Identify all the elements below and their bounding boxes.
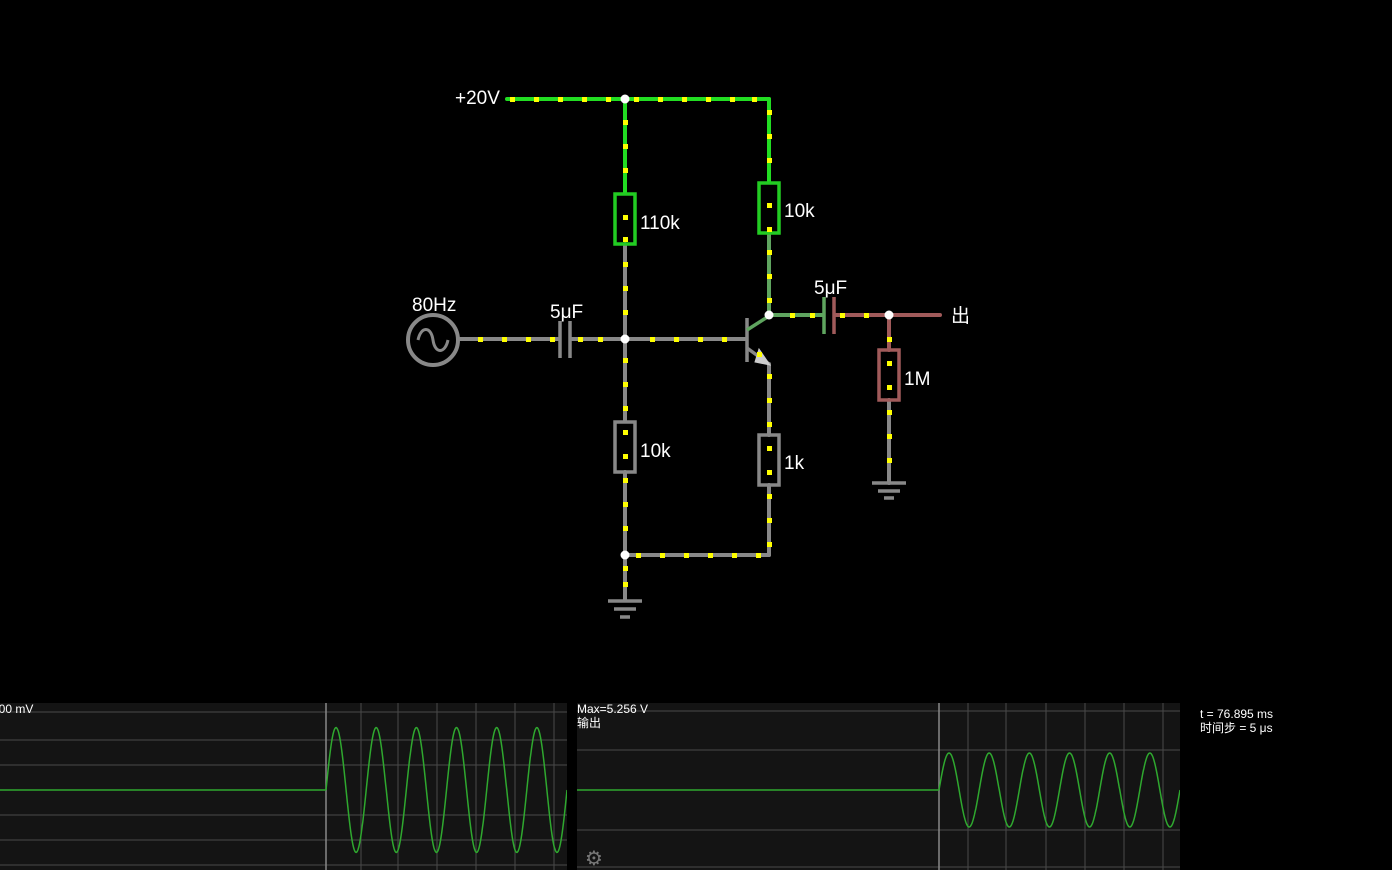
time-label: t = 76.895 ms <box>1200 707 1274 721</box>
resistor-emitter-1k-label: 1k <box>784 453 805 474</box>
scope-input[interactable]: 500 mV <box>0 703 567 870</box>
simulation-info: t = 76.895 ms 时间步 = 5 μs <box>1200 707 1273 735</box>
npn-transistor[interactable] <box>745 314 772 366</box>
output-terminal-label: 出 <box>951 305 970 327</box>
scope-panel: 500 mV Max=5.256 V 输出 ⚙ t = 76.895 ms 时间… <box>0 703 1392 870</box>
resistor-collector-10k-label: 10k <box>784 201 815 222</box>
capacitor-input[interactable] <box>558 321 572 358</box>
resistor-bias-10k[interactable] <box>613 420 637 474</box>
scope-input-waveform <box>325 726 567 854</box>
ground-symbol-left[interactable] <box>608 599 642 619</box>
gear-icon[interactable]: ⚙ <box>585 848 603 870</box>
node-output[interactable] <box>884 310 894 320</box>
load-resistor-label: 1M <box>904 369 930 390</box>
ac-source[interactable] <box>406 313 460 367</box>
resistor-110k[interactable] <box>613 192 637 246</box>
circuit-canvas[interactable]: +20V 80Hz 5μF 110k 10k 10k 1k 5μF 1M 出 <box>0 0 1392 700</box>
resistor-bias-10k-label: 10k <box>640 441 671 462</box>
scope-output-waveform <box>938 752 1180 828</box>
timestep-label: 时间步 = 5 μs <box>1200 721 1273 735</box>
node-collector[interactable] <box>764 310 774 320</box>
scope-output-max-label: Max=5.256 V <box>577 703 649 716</box>
resistor-collector-10k[interactable] <box>757 181 781 235</box>
node-base[interactable] <box>620 334 630 344</box>
scope-output[interactable]: Max=5.256 V 输出 <box>577 703 1180 870</box>
input-capacitor-label: 5μF <box>550 302 583 323</box>
scope-output-plot <box>577 703 1180 870</box>
node-supply[interactable] <box>620 94 630 104</box>
capacitor-output[interactable] <box>822 297 836 334</box>
supply-voltage-label: +20V <box>455 88 500 109</box>
node-bottom[interactable] <box>620 550 630 560</box>
resistor-load-1m[interactable] <box>877 348 901 402</box>
ground-symbol-right[interactable] <box>872 481 906 500</box>
resistor-emitter-1k[interactable] <box>757 433 781 487</box>
source-frequency-label: 80Hz <box>412 295 456 316</box>
output-capacitor-label: 5μF <box>814 278 847 299</box>
resistor-110k-label: 110k <box>640 213 680 234</box>
scope-input-plot <box>0 703 567 870</box>
scope-input-scale-label: 500 mV <box>0 703 34 716</box>
scope-output-name-label: 输出 <box>577 716 602 730</box>
